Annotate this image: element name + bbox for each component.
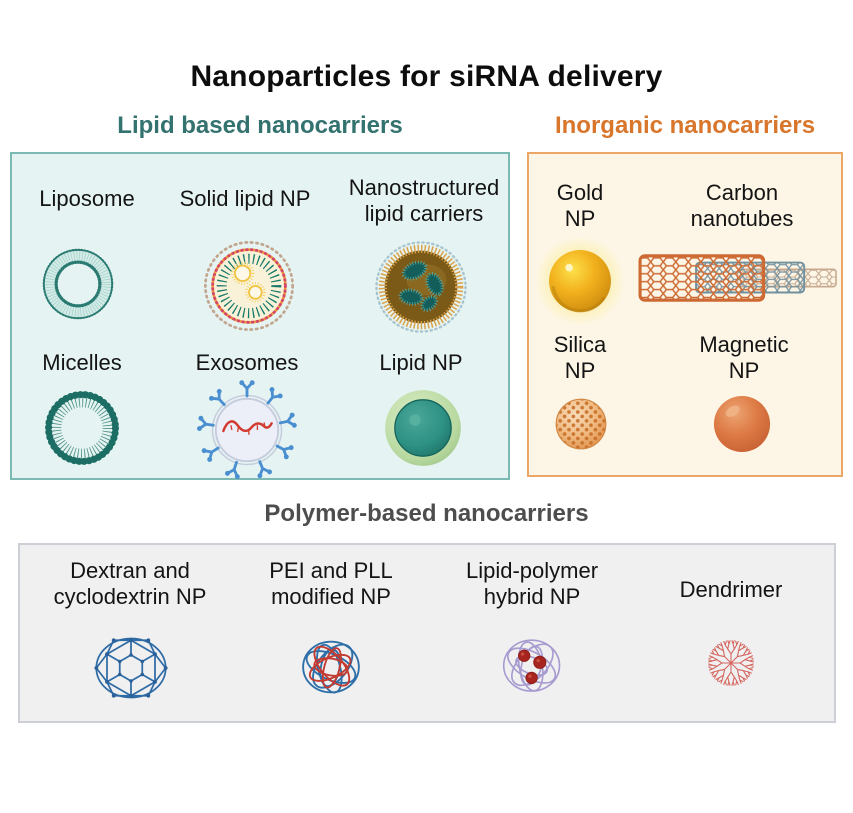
solid-lipid-np-label: Solid lipid NP [179, 186, 311, 211]
dendrimer-label: Dendrimer [679, 577, 783, 602]
gold-np-label: Gold NP [556, 180, 604, 231]
page-title: Nanoparticles for siRNA delivery [190, 60, 663, 93]
nanostructured-lipid-carriers-icon [375, 241, 467, 333]
dextran-cyclodextrin-np-icon [94, 637, 168, 699]
gold-np-icon [534, 235, 626, 327]
pei-pll-modified-np-icon [302, 640, 360, 694]
exosomes-label: Exosomes [195, 350, 299, 375]
silica-np-icon [555, 398, 607, 450]
lipid-polymer-hybrid-np-icon [502, 639, 561, 692]
dendrimer-icon [707, 639, 755, 687]
pei-pll-modified-np-label: PEI and PLL modified NP [269, 558, 393, 609]
carbon-nanotubes-label: Carbon nanotubes [690, 180, 794, 231]
inorganic-section-heading: Inorganic nanocarriers [554, 112, 816, 139]
nanostructured-lipid-carriers-label: Nanostructured lipid carriers [348, 175, 500, 226]
silica-np-label: Silica NP [553, 332, 607, 383]
lipid-section-heading: Lipid based nanocarriers [117, 112, 403, 139]
micelles-icon [45, 391, 119, 465]
polymer-panel [18, 543, 836, 723]
lipid-polymer-hybrid-np-label: Lipid-polymer hybrid NP [465, 558, 599, 609]
liposome-icon [42, 248, 114, 320]
exosomes-icon [195, 378, 299, 482]
magnetic-np-label: Magnetic NP [699, 332, 789, 383]
lipid-np-label: Lipid NP [379, 350, 463, 375]
magnetic-np-icon [713, 395, 771, 453]
lipid-np-icon [385, 390, 461, 466]
liposome-label: Liposome [39, 186, 135, 211]
polymer-section-heading: Polymer-based nanocarriers [264, 500, 589, 527]
dextran-cyclodextrin-np-label: Dextran and cyclodextrin NP [53, 558, 207, 609]
solid-lipid-np-icon [204, 241, 294, 331]
micelles-label: Micelles [42, 350, 122, 375]
carbon-nanotubes-icon [638, 254, 837, 302]
